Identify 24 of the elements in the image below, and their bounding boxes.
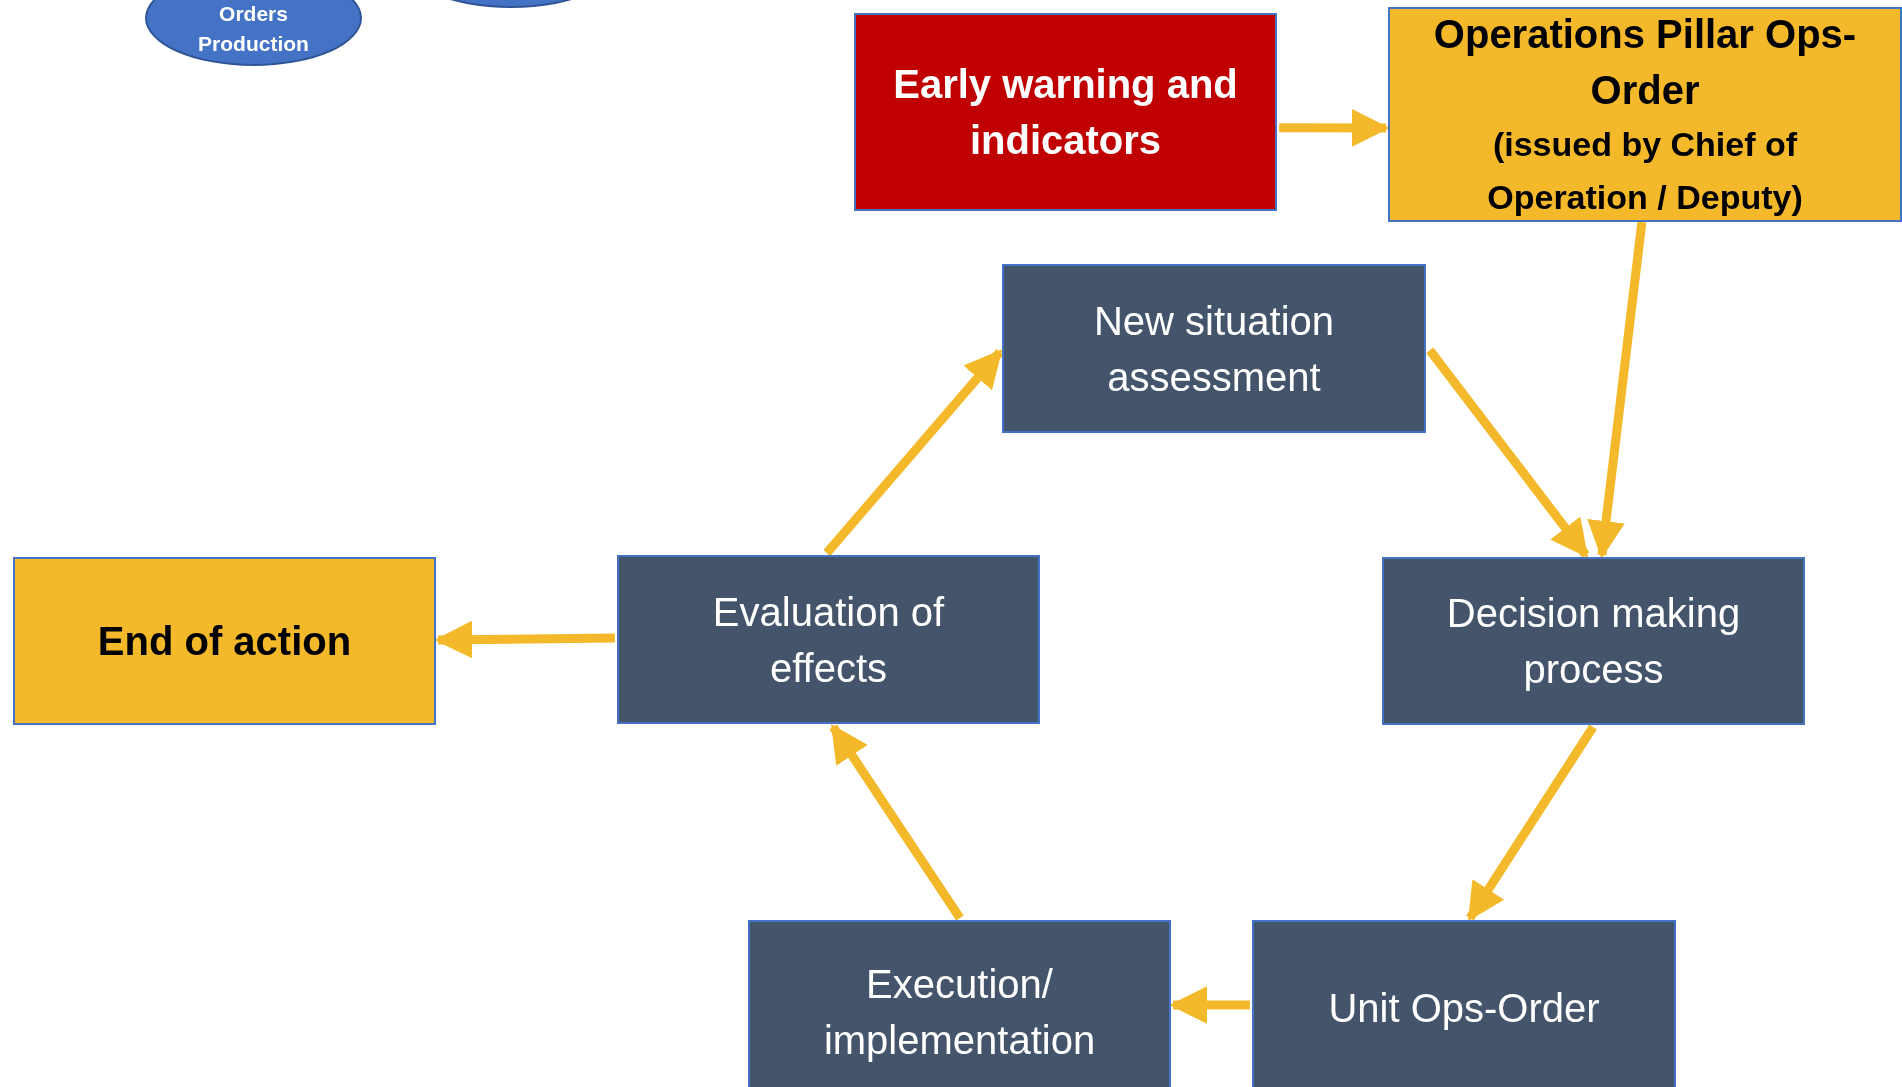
process-box (748, 920, 1171, 1087)
arrow (1466, 724, 1597, 922)
node-label: Orders Production (197, 1, 310, 57)
process-box (617, 555, 1040, 724)
node-label: Early warning and indicators (892, 61, 1239, 164)
warning-box (854, 13, 1277, 211)
node-label: New situation assessment (1092, 297, 1336, 401)
node-label: Operations Pillar Ops-Order (1432, 10, 1858, 114)
arrow (829, 723, 964, 921)
node-label: Decision making process (1445, 590, 1742, 693)
process-box (1252, 920, 1676, 1087)
end-box (13, 557, 436, 725)
arrow (1279, 109, 1390, 147)
arrow (823, 349, 1004, 556)
process-box (1382, 557, 1805, 725)
node-label: Evaluation of effects (711, 588, 946, 692)
arrow (1587, 221, 1647, 559)
arrow (1426, 347, 1590, 558)
order-box (1388, 7, 1902, 222)
node-note: (issued by Chief of Operation / Deputy) (1486, 123, 1804, 218)
process-box (1002, 264, 1426, 433)
node-label: End of action (97, 618, 352, 665)
node-label: Execution/ implementation (822, 961, 1097, 1064)
node-label: Unit Ops-Order (1328, 985, 1600, 1032)
